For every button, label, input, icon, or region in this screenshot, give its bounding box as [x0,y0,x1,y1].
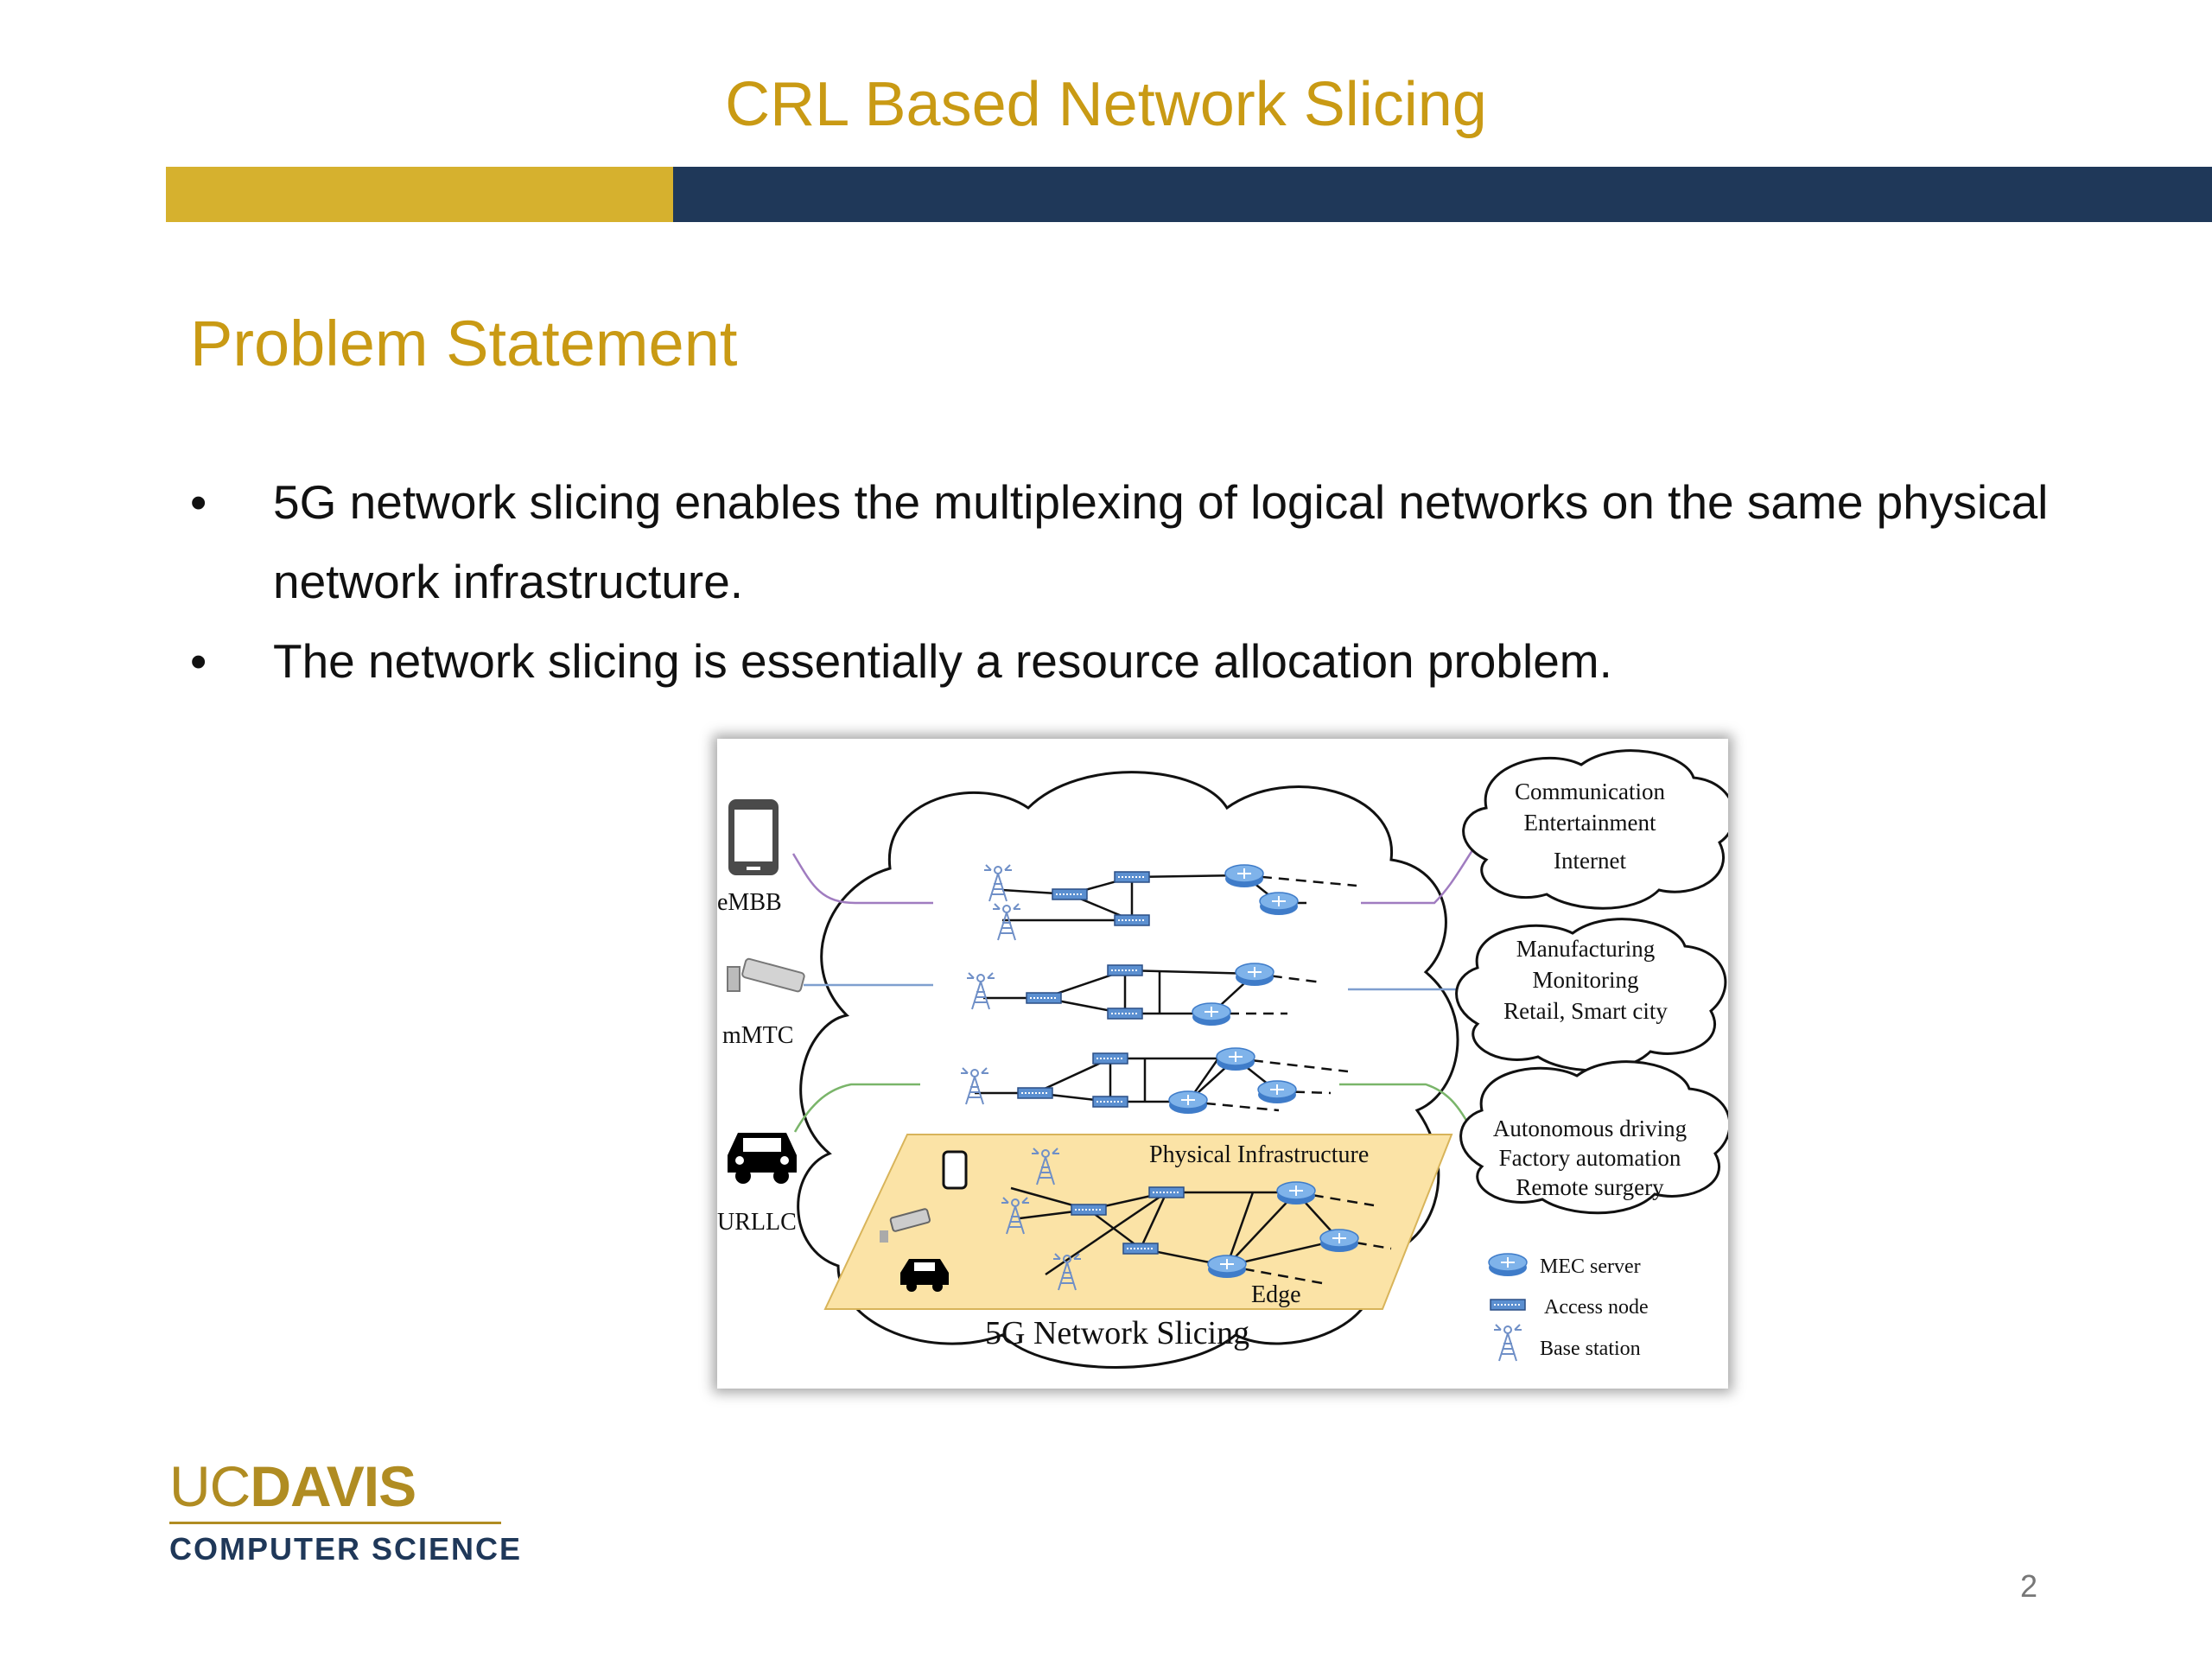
svg-text:Retail, Smart city: Retail, Smart city [1503,998,1668,1024]
slice-label-urllc: URLLC [717,1209,797,1236]
svg-text:Autonomous driving: Autonomous driving [1493,1116,1687,1141]
bullet-item: • The network slicing is essentially a r… [190,621,2126,701]
access-node-icon [1490,1299,1526,1311]
camera-icon [727,957,805,993]
car-icon [900,1259,949,1292]
bullet-text: 5G network slicing enables the multiplex… [273,475,2049,608]
network-slicing-figure: eMBB mMTC URLLC Communication Entertainm… [717,739,1728,1389]
svg-text:Remote surgery: Remote surgery [1516,1174,1664,1200]
bullet-item: • 5G network slicing enables the multipl… [190,462,2126,621]
header-bar-navy [673,167,2212,222]
svg-text:MEC server: MEC server [1540,1255,1641,1278]
svg-text:Entertainment: Entertainment [1524,810,1656,836]
slice-label-mmtc: mMTC [722,1022,793,1049]
mec-server-icon [1488,1253,1528,1277]
header-bar-gold [166,167,673,222]
slide-title: CRL Based Network Slicing [725,70,1487,139]
physical-infrastructure-label: Physical Infrastructure [1149,1141,1369,1168]
svg-text:Monitoring: Monitoring [1532,967,1638,993]
bullet-dot: • [190,634,207,688]
base-station-icon [1493,1324,1522,1362]
camera-icon [880,1208,931,1243]
svg-text:Access node: Access node [1544,1296,1649,1319]
section-heading: Problem Statement [190,308,738,379]
service-cloud-mmtc: Manufacturing Monitoring Retail, Smart c… [1455,918,1727,1072]
logo-subtitle: COMPUTER SCIENCE [169,1531,523,1567]
svg-text:Internet: Internet [1554,848,1626,874]
svg-text:Communication: Communication [1515,779,1665,804]
logo-davis: DAVIS [250,1454,416,1518]
service-cloud-embb: Communication Entertainment Internet [1462,749,1728,910]
logo-divider [169,1522,501,1524]
ucdavis-logo: UCDAVIS COMPUTER SCIENCE [169,1456,524,1567]
logo-uc: UC [169,1454,251,1518]
car-icon [728,1133,797,1184]
bullet-dot: • [190,475,207,529]
svg-text:Manufacturing: Manufacturing [1516,936,1655,962]
bullet-list: • 5G network slicing enables the multipl… [190,462,2126,701]
smartphone-icon [942,1150,968,1190]
slice-label-embb: eMBB [717,889,782,916]
edge-label: Edge [1251,1281,1301,1308]
figure-legend: MEC server Access node Base station [1488,1253,1649,1362]
figure-caption: 5G Network Slicing [985,1315,1249,1351]
bullet-text: The network slicing is essentially a res… [273,634,1612,688]
smartphone-icon [728,799,779,875]
svg-text:Base station: Base station [1540,1338,1641,1360]
service-cloud-urllc: Autonomous driving Factory automation Re… [1459,1060,1728,1215]
page-number: 2 [2020,1568,2038,1604]
physical-infrastructure-plane [823,1134,1453,1310]
svg-text:Factory automation: Factory automation [1499,1145,1681,1171]
